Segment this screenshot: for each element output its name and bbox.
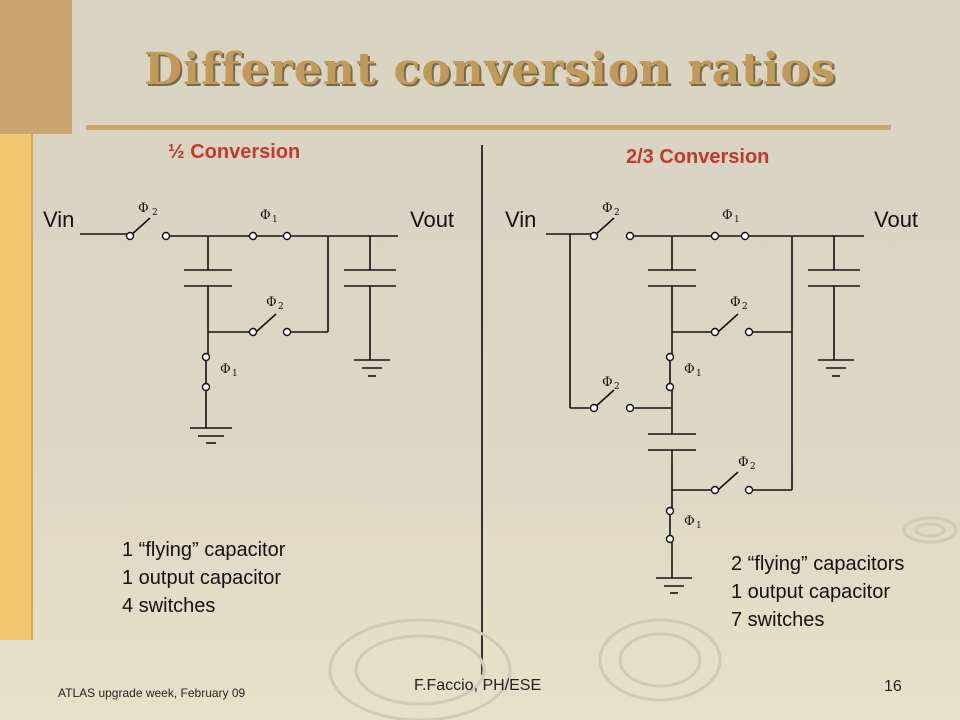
phase-subscript: 2 [614,208,620,218]
r-switch-phi2-top [593,217,615,237]
note-line: 1 “flying” capacitor [122,539,286,561]
title-underline [86,125,891,130]
note-line: 1 output capacitor [731,581,890,603]
two-thirds-conversion-circuit [546,217,864,594]
switch-phi2-mid [255,313,277,333]
phase-subscript: 1 [734,215,740,225]
half-conversion-notes: 1 “flying” capacitor 1 output capacitor … [122,536,285,620]
half-conversion-heading: ½ Conversion [168,141,301,163]
ripple-decoration [328,516,958,720]
switch-phi2-top [129,217,151,237]
phase-label: Φ [738,455,749,470]
phase-label: Φ [722,208,733,223]
phase-subscript: 1 [696,521,702,531]
r-switch-phi2-lower-left [593,389,615,409]
phase-label: Φ [260,208,271,223]
phase-label: Φ [602,375,613,390]
phase-subscript: 1 [232,369,238,379]
phase-subscript: 2 [742,302,748,312]
note-line: 4 switches [122,595,216,617]
phase-subscript: 2 [614,382,620,392]
two-thirds-conversion-heading: 2/3 Conversion [626,146,770,168]
phase-label: Φ [730,295,741,310]
footer-author: F.Faccio, PH/ESE [414,677,542,694]
corner-decoration [0,0,72,134]
phase-label: Φ [220,362,231,377]
r-switch-phi2-mid [717,313,739,333]
phase-subscript: 1 [696,369,702,379]
phase-label: Φ [684,362,695,377]
two-thirds-conversion-notes: 2 “flying” capacitors 1 output capacitor… [731,550,904,634]
phase-label: Φ [266,295,277,310]
two-thirds-conversion-phase-labels: Φ 2 Φ 1 Φ 2 Φ 1 Φ 2 Φ 2 Φ 1 [602,201,756,531]
page-number: 16 [884,678,902,695]
phase-subscript: 2 [750,462,756,472]
phase-label: Φ [138,201,149,216]
left-vout-label: Vout [410,207,455,232]
note-line: 1 output capacitor [122,567,281,589]
right-vin-label: Vin [505,207,537,232]
r-switch-phi2-low [717,471,739,491]
left-vin-label: Vin [43,207,75,232]
slide-title: Different conversion ratios [144,44,837,95]
phase-label: Φ [684,514,695,529]
phase-subscript: 2 [152,208,158,218]
section-divider [481,145,483,675]
phase-subscript: 1 [272,215,278,225]
left-accent-strip [0,134,33,640]
phase-label: Φ [602,201,613,216]
half-conversion-circuit [80,217,398,444]
footer-event: ATLAS upgrade week, February 09 [58,686,246,700]
note-line: 2 “flying” capacitors [731,553,905,575]
right-vout-label: Vout [874,207,919,232]
note-line: 7 switches [731,609,825,631]
half-conversion-phase-labels: Φ 2 Φ 1 Φ 2 Φ 1 [138,201,284,379]
phase-subscript: 2 [278,302,284,312]
